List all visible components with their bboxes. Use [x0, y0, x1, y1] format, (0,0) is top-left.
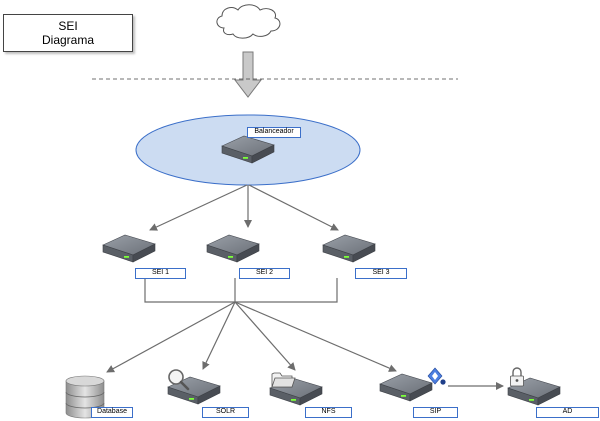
- diagram-title-box: SEI Diagrama: [3, 14, 133, 52]
- label-nfs: NFS: [305, 407, 352, 418]
- label-sei3: SEI 3: [355, 268, 407, 279]
- label-balanceador: Balanceador: [247, 127, 301, 138]
- lock-icon: [510, 367, 524, 387]
- magnifier-icon: [168, 369, 190, 391]
- sei3-server-icon: [322, 234, 376, 263]
- sip-server-icon: [379, 373, 433, 402]
- balancer-to-sei-arrows: [149, 184, 339, 231]
- label-ad: AD: [536, 407, 599, 418]
- sei-join-bracket: [144, 278, 338, 303]
- label-solr: SOLR: [202, 407, 249, 418]
- network-icon: [427, 367, 446, 385]
- label-sip: SIP: [413, 407, 458, 418]
- diagram-subtitle: Diagrama: [41, 33, 95, 47]
- down-arrow-icon: [233, 51, 263, 98]
- diagram-title: SEI: [58, 19, 78, 33]
- sei2-server-icon: [206, 234, 260, 263]
- label-database: Database: [91, 407, 133, 418]
- folder-icon: [271, 372, 296, 388]
- sei1-server-icon: [102, 234, 156, 263]
- label-sei1: SEI 1: [135, 268, 186, 279]
- backend-arrows: [106, 301, 504, 390]
- label-sei2: SEI 2: [239, 268, 290, 279]
- cloud-icon: [216, 4, 281, 39]
